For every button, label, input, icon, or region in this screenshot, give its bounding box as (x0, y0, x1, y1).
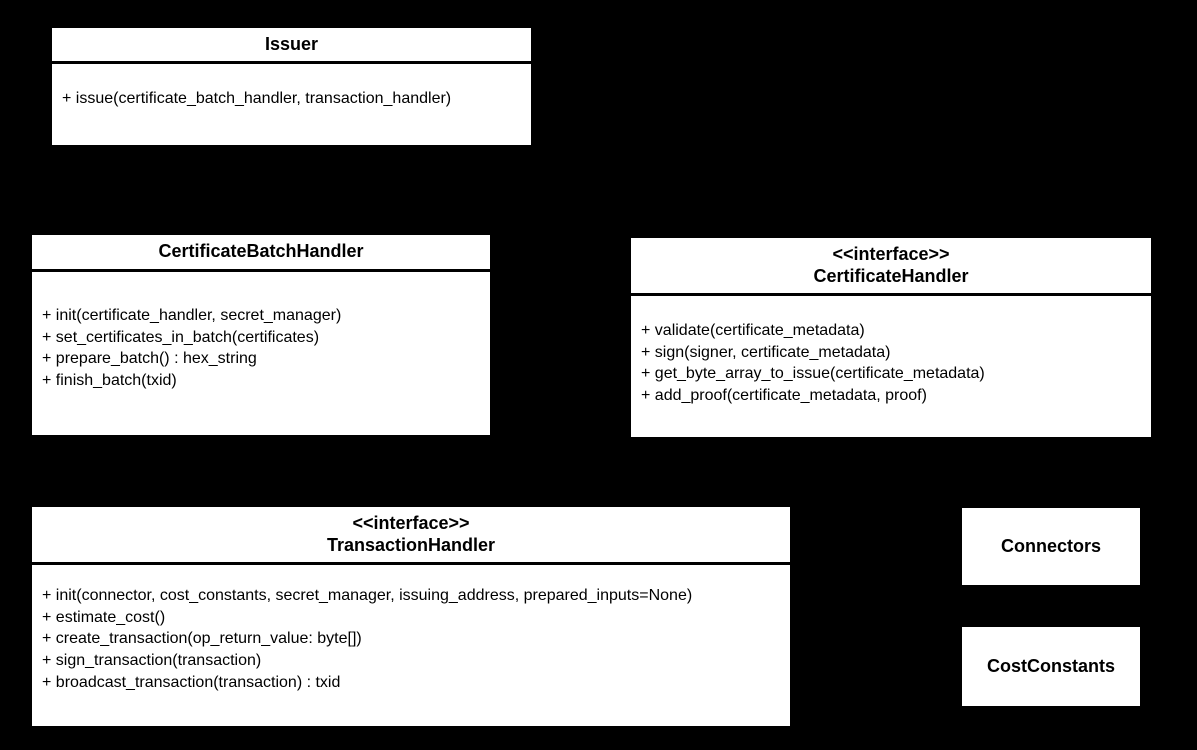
methods-list: + init(connector, cost_constants, secret… (32, 565, 790, 694)
method-line: + broadcast_transaction(transaction) : t… (42, 673, 341, 691)
class-stereotype: <<interface>> (352, 513, 470, 533)
class-name: Connectors (1000, 535, 1101, 556)
class-title: <<interface>> CertificateHandler (631, 238, 1151, 296)
method-line: + init(connector, cost_constants, secret… (42, 587, 693, 604)
methods-list: + init(certificate_handler, secret_manag… (32, 272, 490, 392)
method-line: + init(certificate_handler, secret_manag… (42, 307, 342, 324)
method-line: + create_transaction(op_return_value: by… (42, 630, 362, 648)
methods-list: + validate(certificate_metadata) + sign(s… (631, 296, 1151, 407)
class-box-issuer: Issuer + issue(certificate_batch_handler… (52, 28, 531, 145)
class-name: CertificateBatchHandler (158, 241, 364, 262)
method-line: + validate(certificate_metadata) (641, 322, 865, 339)
method-line: + prepare_batch() : hex_string (42, 350, 257, 368)
class-box-transaction-handler: <<interface>> TransactionHandler + init(… (32, 507, 790, 726)
method-line: + get_byte_array_to_issue(certificate_me… (641, 365, 985, 383)
class-name: TransactionHandler (326, 534, 496, 555)
method-line: + estimate_cost() (42, 608, 166, 626)
method-line: + set_certificates_in_batch(certificates… (42, 328, 320, 346)
class-box-cost-constants: CostConstants (962, 627, 1140, 706)
class-title: <<interface>> TransactionHandler (32, 507, 790, 565)
method-line: + sign(signer, certificate_metadata) (641, 343, 891, 361)
class-title: Connectors (962, 508, 1140, 585)
class-title: Issuer (52, 28, 531, 64)
class-stereotype: <<interface>> (832, 244, 950, 264)
class-box-connectors: Connectors (962, 508, 1140, 585)
class-name: Issuer (264, 33, 319, 54)
method-line: + add_proof(certificate_metadata, proof) (641, 387, 927, 405)
method-line: + sign_transaction(transaction) (42, 652, 262, 670)
class-title: CertificateBatchHandler (32, 235, 490, 272)
method-line: + finish_batch(txid) (42, 372, 177, 390)
class-title: CostConstants (962, 627, 1140, 706)
class-box-certificate-handler: <<interface>> CertificateHandler + valid… (631, 238, 1151, 437)
methods-list: + issue(certificate_batch_handler, trans… (52, 64, 531, 110)
class-name: CostConstants (986, 655, 1115, 676)
class-name: CertificateHandler (813, 265, 969, 286)
method-line: + issue(certificate_batch_handler, trans… (62, 90, 452, 107)
class-box-certificate-batch-handler: CertificateBatchHandler + init(certifica… (32, 235, 490, 435)
